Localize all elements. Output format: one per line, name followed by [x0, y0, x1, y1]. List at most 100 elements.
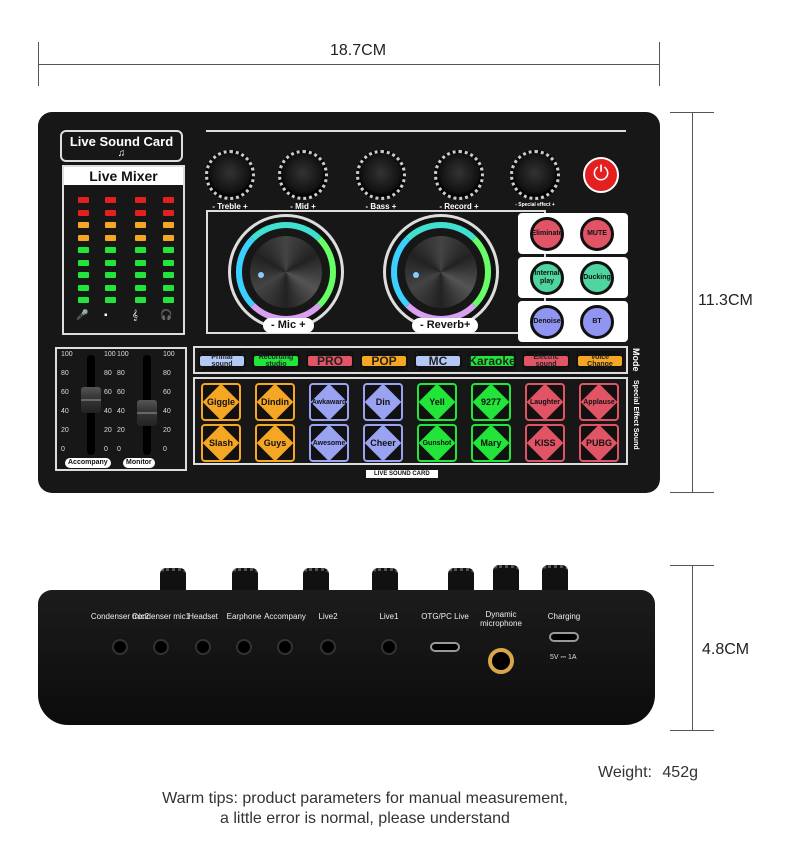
fader-monitor[interactable] — [137, 400, 157, 426]
port-accompany[interactable] — [277, 639, 293, 655]
weight-value: 452g — [662, 764, 698, 781]
knob-3[interactable] — [434, 150, 484, 200]
effect-label: Giggle — [206, 397, 235, 407]
level-led — [135, 209, 146, 216]
knob-label: - Special effect + — [515, 202, 555, 208]
weight: Weight: 452g — [598, 764, 698, 782]
level-led — [78, 197, 89, 203]
port-label-earphone: Earphone — [226, 612, 262, 621]
fader-scale-tick: 0 — [104, 446, 108, 453]
effect-label: Cheer — [370, 438, 396, 448]
mode-button-primal-sound[interactable]: Primal sound — [198, 351, 246, 371]
port-headset[interactable] — [195, 639, 211, 655]
mic-knob[interactable] — [236, 222, 336, 322]
effect-button-laughter[interactable]: Laughter — [525, 383, 565, 421]
level-led — [78, 259, 89, 266]
port-otg-pc-live[interactable] — [430, 642, 460, 652]
effect-button-yell[interactable]: Yell — [417, 383, 457, 421]
side-knob[interactable] — [232, 568, 258, 593]
level-led — [105, 209, 116, 216]
function-button-denoise[interactable]: Denoise — [530, 305, 564, 339]
reverb-knob[interactable] — [391, 222, 491, 322]
port-condenser-mic2[interactable] — [112, 639, 128, 655]
port-label-accompany: Accompany — [264, 612, 306, 621]
width-dimension-line — [38, 64, 660, 65]
effect-button-gunshot[interactable]: Gunshot — [417, 424, 457, 462]
knob-0[interactable] — [205, 150, 255, 200]
mode-button-pop[interactable]: POP — [360, 351, 408, 371]
level-led — [163, 197, 174, 203]
mode-button-karaoke[interactable]: Karaoke — [468, 351, 516, 371]
level-led — [163, 222, 174, 228]
effect-label: Awkaward — [311, 398, 347, 406]
function-button-mute[interactable]: MUTE — [580, 217, 614, 251]
effect-button-giggle[interactable]: Giggle — [201, 383, 241, 421]
mode-button-mc[interactable]: MC — [414, 351, 462, 371]
port-charging[interactable] — [549, 632, 579, 642]
waveform-decoration — [206, 130, 626, 132]
mode-label: Mode — [631, 348, 641, 372]
side-knob[interactable] — [303, 568, 329, 593]
card-title: Live Sound Card♫ — [60, 130, 183, 162]
speaker-icon: ▪ — [104, 310, 108, 321]
level-led — [163, 272, 174, 278]
height-dimension-tick-top — [670, 112, 714, 113]
mode-button-electric-sound[interactable]: Electric sound — [522, 351, 570, 371]
level-led — [105, 222, 116, 228]
effect-label: Gunshot — [422, 439, 452, 447]
effect-button-applause[interactable]: Applause — [579, 383, 619, 421]
main-knob-panel: - Mic + - Reverb+ — [206, 210, 546, 334]
special-effect-label: Special Effect Sound — [632, 380, 639, 450]
effect-button-9277[interactable]: 9277 — [471, 383, 511, 421]
function-button-internal-play[interactable]: Internal play — [530, 261, 564, 295]
microphone-icon: 🎤 — [76, 310, 89, 321]
level-led — [78, 247, 89, 253]
level-led — [78, 272, 89, 278]
mode-button-voice-change[interactable]: Voice Change — [576, 351, 624, 371]
port-live2[interactable] — [320, 639, 336, 655]
effect-button-guys[interactable]: Guys — [255, 424, 295, 462]
fader-scale-tick: 20 — [163, 427, 171, 434]
knob-2[interactable] — [356, 150, 406, 200]
port-live1[interactable] — [381, 639, 397, 655]
effect-button-cheer[interactable]: Cheer — [363, 424, 403, 462]
effect-button-kiss[interactable]: KISS — [525, 424, 565, 462]
level-led — [163, 284, 174, 291]
effect-button-pubg[interactable]: PUBG — [579, 424, 619, 462]
function-button-eliminate[interactable]: Eliminate — [530, 217, 564, 251]
knob-label: - Treble + — [212, 202, 248, 211]
level-led — [135, 222, 146, 228]
depth-dimension-tick-bottom — [670, 730, 714, 731]
effect-label: Applause — [583, 398, 615, 406]
effect-button-awkaward[interactable]: Awkaward — [309, 383, 349, 421]
mode-button-pro[interactable]: PRO — [306, 351, 354, 371]
function-button-ducking[interactable]: Ducking — [580, 261, 614, 295]
port-earphone[interactable] — [236, 639, 252, 655]
port-label-otg-pc-live: OTG/PC Live — [421, 612, 469, 621]
effect-button-awesome[interactable]: Awesome — [309, 424, 349, 462]
fader-scale-tick: 60 — [117, 389, 125, 396]
knob-1[interactable] — [278, 150, 328, 200]
level-led — [135, 284, 146, 291]
mic-knob-label: - Mic + — [263, 318, 314, 333]
fader-scale-tick: 100 — [163, 351, 175, 358]
side-knob[interactable] — [372, 568, 398, 593]
effect-button-dindin[interactable]: Dindin — [255, 383, 295, 421]
fader-accompany[interactable] — [81, 387, 101, 413]
effect-button-mary[interactable]: Mary — [471, 424, 511, 462]
knob-4[interactable] — [510, 150, 560, 200]
port-condenser-mic1[interactable] — [153, 639, 169, 655]
side-knob[interactable] — [160, 568, 186, 593]
effect-button-slash[interactable]: Slash — [201, 424, 241, 462]
fader-scale-tick: 40 — [117, 408, 125, 415]
effect-label: Mary — [480, 438, 502, 448]
power-button[interactable]: ⏻ — [583, 157, 619, 193]
effect-button-din[interactable]: Din — [363, 383, 403, 421]
port-dynamic-microphone[interactable] — [488, 648, 514, 674]
function-button-bt[interactable]: BT — [580, 305, 614, 339]
mode-button-recording-studio[interactable]: Recording studio — [252, 351, 300, 371]
fader-scale-tick: 20 — [117, 427, 125, 434]
side-knob[interactable] — [448, 568, 474, 593]
